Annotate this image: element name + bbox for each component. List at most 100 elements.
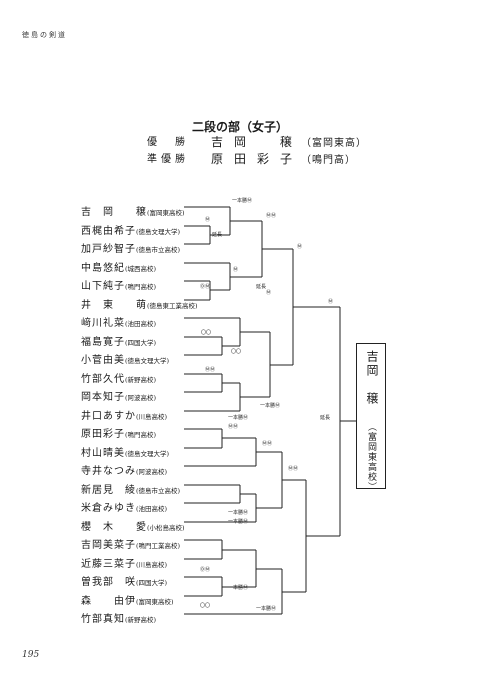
player-school: (徳島文理大学) [136, 228, 181, 236]
player-entry: 寺井なつみ(阿波高校) [81, 459, 168, 477]
player-entry: 中島悠紀(城西高校) [81, 256, 156, 274]
player-entry: 﨑川礼菜(池田高校) [81, 311, 157, 329]
player-school: (富岡東高校) [147, 209, 185, 217]
match-note: ⒹⓂ [200, 284, 211, 290]
match-note: ⒹⓂ [200, 567, 211, 573]
player-school: (徳島東工業高校) [147, 302, 198, 310]
match-note: 延長 [256, 284, 267, 290]
player-name: 福島寛子 [81, 337, 125, 348]
player-school: (阿波高校) [136, 468, 168, 476]
player-entry: 近藤三菜子(川島高校) [81, 552, 168, 570]
match-note: 〇〇 [231, 349, 242, 355]
runner-up-name: 原田彩子 [211, 152, 304, 166]
section-title: 二段の部（女子） [191, 120, 288, 134]
winner-name: 吉岡 穣 [211, 135, 304, 149]
match-note: ⓂⓂ [262, 441, 273, 447]
champion-school: （富岡東高校） [366, 422, 376, 492]
match-note: 一本勝Ⓜ [228, 519, 249, 525]
player-name: 曽我部 咲 [81, 577, 136, 588]
player-name: 森 由伊 [81, 596, 136, 607]
player-entry: 竹部真知(新野高校) [81, 607, 157, 625]
player-name: 吉岡美菜子 [81, 540, 136, 551]
player-school: (鳴門高校) [125, 431, 157, 439]
player-name: 西梶由希子 [81, 226, 136, 237]
player-school: (鳴門高校) [125, 283, 157, 291]
match-note: 一本勝Ⓜ [260, 403, 281, 409]
champion-name: 吉岡 穣 [365, 350, 379, 406]
player-school: (池田高校) [125, 320, 157, 328]
player-school: (鳴門工業高校) [136, 542, 181, 550]
player-entry: 吉岡美菜子(鳴門工業高校) [81, 533, 181, 551]
match-note: 〇〇 [201, 330, 212, 336]
player-name: 原田彩子 [81, 429, 125, 440]
player-name: 竹部久代 [81, 374, 125, 385]
player-entry: 竹部久代(新野高校) [81, 367, 157, 385]
player-name: 中島悠紀 [81, 263, 125, 274]
player-school: (富岡東高校) [136, 598, 174, 606]
match-note: 〇〇 [200, 603, 211, 609]
player-entry: 西梶由希子(徳島文理大学) [81, 219, 181, 237]
page-number: 195 [22, 650, 40, 660]
player-school: (徳島市立高校) [136, 487, 181, 495]
match-note: 一本勝Ⓜ [228, 510, 249, 516]
runner-up-label: 準優勝 [147, 154, 189, 165]
player-entry: 井口あすか(川島高校) [81, 404, 168, 422]
player-school: (新野高校) [125, 616, 157, 624]
player-entry: 櫻 木 愛(小松島高校) [81, 515, 185, 533]
player-school: (四国大学) [136, 579, 168, 587]
player-school: (徳島市立高校) [136, 246, 181, 254]
player-school: (四国大学) [125, 339, 157, 347]
player-name: 岡本知子 [81, 392, 125, 403]
player-entry: 吉 岡 穣(富岡東高校) [81, 200, 185, 218]
player-entry: 新居見 綾(徳島市立高校) [81, 478, 181, 496]
winner-school: （富岡東高） [301, 138, 367, 149]
match-note: ⓂⓂ [205, 367, 216, 373]
player-name: 井口あすか [81, 411, 136, 422]
champion-box: 吉岡 穣 （富岡東高校） [356, 343, 386, 492]
winner-label: 優 勝 [147, 137, 189, 148]
match-note: 一本勝Ⓜ [228, 415, 249, 421]
player-school: (徳島文理大学) [125, 450, 170, 458]
player-school: (阿波高校) [125, 394, 157, 402]
player-name: 吉 岡 穣 [81, 207, 147, 218]
player-name: 加戸紗智子 [81, 244, 136, 255]
player-name: 竹部真知 [81, 614, 125, 625]
match-note: Ⓜ [205, 217, 211, 223]
running-header: 徳島の剣道 [22, 31, 67, 39]
player-name: 小菅由美 [81, 355, 125, 366]
player-name: 近藤三菜子 [81, 559, 136, 570]
player-name: 新居見 綾 [81, 485, 136, 496]
runner-up-school: （鳴門高） [301, 155, 356, 166]
player-school: (小松島高校) [147, 524, 185, 532]
match-note: ⓂⓂ [266, 213, 277, 219]
match-note: 一本勝Ⓜ [256, 606, 277, 612]
match-note: Ⓜ [233, 267, 239, 273]
player-school: (徳島文理大学) [125, 357, 170, 365]
player-name: 櫻 木 愛 [81, 522, 147, 533]
player-school: (川島高校) [136, 561, 168, 569]
match-note: Ⓜ [328, 299, 334, 305]
player-entry: 曽我部 咲(四国大学) [81, 570, 168, 588]
player-entry: 小菅由美(徳島文理大学) [81, 348, 170, 366]
player-school: (池田高校) [136, 505, 168, 513]
player-entry: 加戸紗智子(徳島市立高校) [81, 237, 181, 255]
player-name: 﨑川礼菜 [81, 318, 125, 329]
player-name: 井 東 萌 [81, 300, 147, 311]
match-note: 延長 [320, 415, 331, 421]
player-entry: 山下純子(鳴門高校) [81, 274, 157, 292]
match-note: ⓂⓂ [228, 424, 239, 430]
match-note: 延長 [212, 232, 223, 238]
player-name: 米倉みゆき [81, 503, 136, 514]
player-entry: 岡本知子(阿波高校) [81, 385, 157, 403]
player-school: (川島高校) [136, 413, 168, 421]
player-name: 村山晴美 [81, 448, 125, 459]
match-note: Ⓜ [297, 244, 303, 250]
match-note: 一本勝Ⓜ [232, 198, 253, 204]
match-note: 一本勝Ⓜ [228, 585, 249, 591]
player-entry: 米倉みゆき(池田高校) [81, 496, 168, 514]
player-school: (新野高校) [125, 376, 157, 384]
match-note: ⓂⓂ [288, 466, 299, 472]
match-note: Ⓜ [266, 290, 272, 296]
player-entry: 福島寛子(四国大学) [81, 330, 157, 348]
player-entry: 井 東 萌(徳島東工業高校) [81, 293, 198, 311]
